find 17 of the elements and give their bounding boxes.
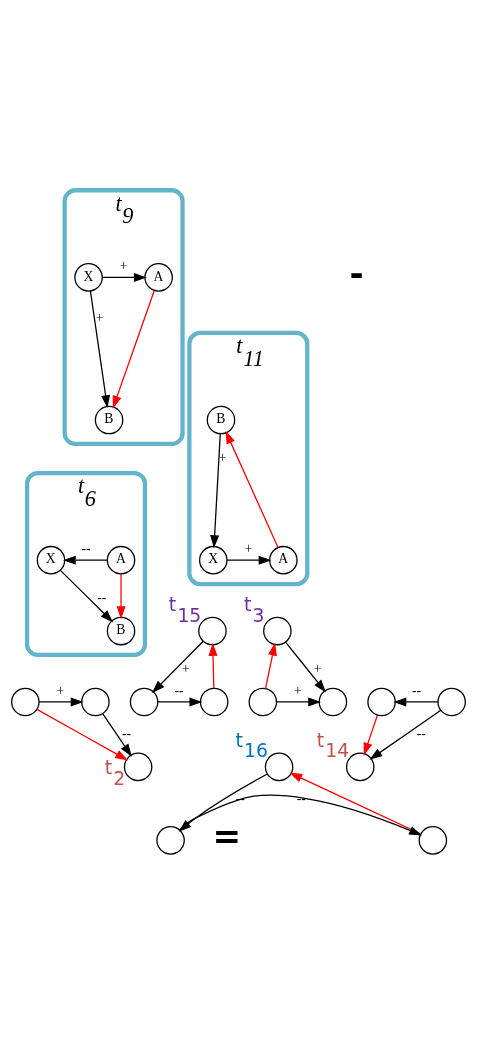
edge-label: + [56, 682, 65, 698]
edge-label: -- [97, 589, 107, 605]
edge-label: -- [122, 725, 132, 741]
edge-label: + [119, 257, 128, 273]
edge-label: -- [81, 540, 91, 556]
edge-label: -- [296, 790, 306, 806]
label: - [349, 252, 364, 293]
edge-label: -- [174, 682, 184, 698]
edge-label: + [313, 660, 322, 676]
edge-label: -- [412, 682, 422, 698]
edge-label: + [95, 309, 104, 325]
edge-label: + [182, 660, 190, 676]
edge-label: + [218, 449, 227, 465]
edge-label: + [294, 682, 302, 698]
edge-label: + [244, 540, 253, 556]
label: = [212, 815, 242, 856]
edge-label: -- [416, 725, 426, 741]
